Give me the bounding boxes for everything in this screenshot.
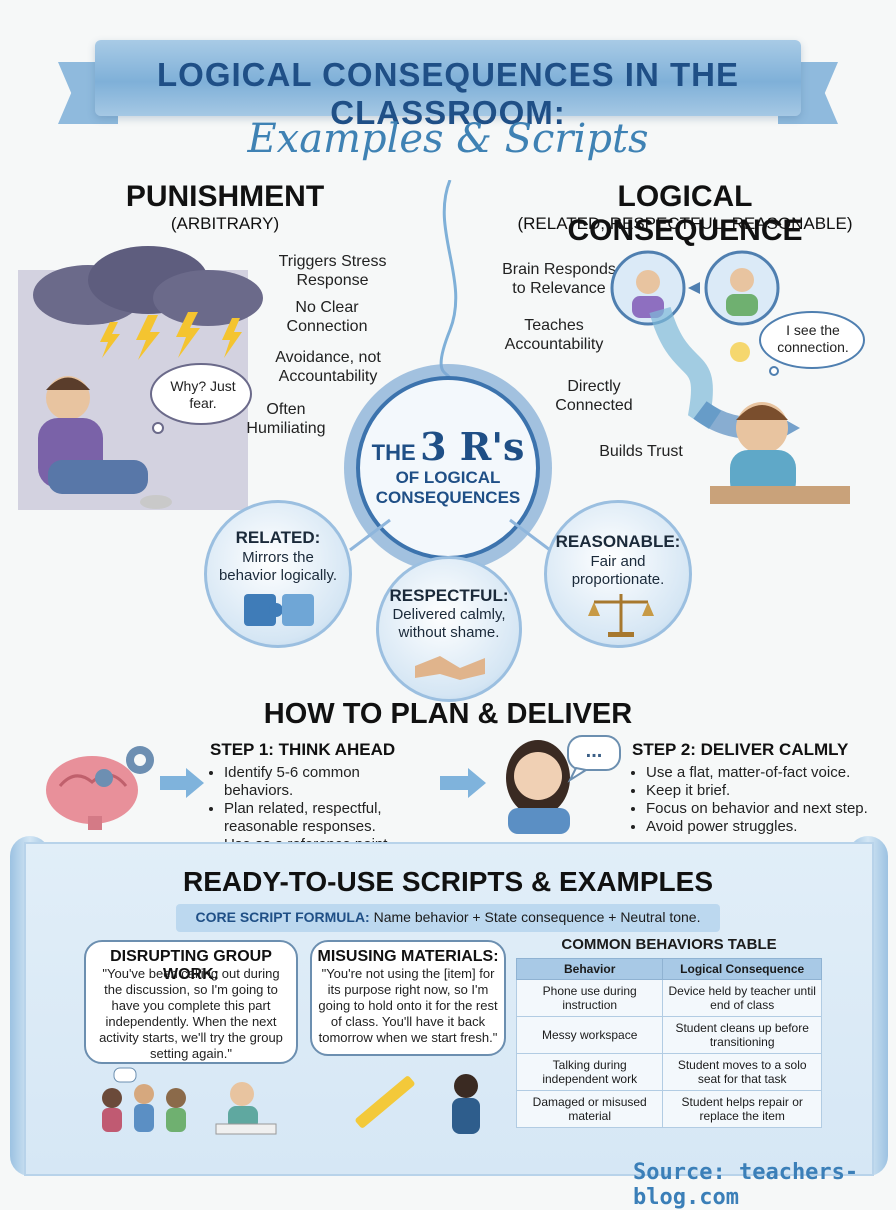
- table-cell: Messy workspace: [515, 1016, 664, 1054]
- table-cell: Student cleans up before transitioning: [662, 1016, 822, 1054]
- center-line2: OF LOGICAL: [395, 468, 501, 487]
- center-seal: [344, 364, 552, 572]
- center-line3: CONSEQUENCES: [375, 488, 521, 507]
- scripts-heading: READY-TO-USE SCRIPTS & EXAMPLES: [182, 866, 713, 897]
- reasonable-title: REASONABLE:: [555, 532, 681, 551]
- handshake-icon: [415, 656, 485, 680]
- sub-title: Examples & Scripts: [247, 116, 649, 162]
- table-row: Damaged or misused material Student help…: [515, 1090, 822, 1128]
- main-title: LOGICAL CONSEQUENCES IN THE CLASSROOM:: [157, 56, 739, 131]
- punishment-subheading: (ARBITRARY): [170, 214, 280, 233]
- table-header: Behavior: [515, 958, 664, 980]
- step1-item: Identify 5-6 common behaviors.: [224, 764, 424, 800]
- speech-dots: ...: [585, 740, 603, 762]
- table-cell: Phone use during instruction: [515, 979, 664, 1017]
- table-title: COMMON BEHAVIORS TABLE: [561, 936, 777, 953]
- table-cell: Device held by teacher until end of clas…: [662, 979, 822, 1017]
- scripts-illustrations: [102, 1067, 480, 1135]
- respectful-title: RESPECTFUL:: [389, 586, 509, 605]
- table-row: Messy workspace Student cleans up before…: [515, 1016, 822, 1054]
- step2-list: Use a flat, matter-of-fact voice. Keep i…: [632, 764, 896, 836]
- punishment-note-4: Often Humiliating: [246, 401, 326, 437]
- source-credit: Source: teachers-blog.com: [633, 1160, 859, 1210]
- table-header-row: Behavior Logical Consequence: [515, 958, 822, 980]
- thought-bubble-punishment: [150, 363, 252, 434]
- center-title: THE 3 R's: [368, 424, 528, 469]
- arrow-icon: [440, 768, 486, 798]
- center-line1: THE: [371, 440, 416, 465]
- punishment-note-2: No Clear Connection: [286, 299, 368, 335]
- reasonable-text: Fair and proportionate.: [571, 553, 665, 588]
- table-row: Talking during independent work Student …: [515, 1053, 822, 1091]
- puzzle-icon: [244, 594, 314, 626]
- thought-bubble-logical: [759, 311, 865, 376]
- step2-item: Use a flat, matter-of-fact voice.: [646, 764, 896, 782]
- step2-item: Keep it brief.: [646, 782, 896, 800]
- center-big: 3 R's: [420, 424, 525, 469]
- logical-subheading: (RELATED, RESPECTFUL, REASONABLE): [517, 214, 853, 233]
- step2-item: Avoid power struggles.: [646, 818, 896, 836]
- example-title: MISUSING MATERIALS:: [317, 948, 499, 965]
- related-circle: [204, 500, 352, 648]
- logical-illustration: [610, 250, 850, 504]
- plan-heading: HOW TO PLAN & DELIVER: [263, 698, 633, 730]
- example-bubble: [84, 940, 298, 1064]
- formula-text: Name behavior + State consequence + Neut…: [373, 909, 701, 925]
- related-title: RELATED:: [235, 528, 321, 547]
- punishment-thought: Why? Just fear.: [170, 378, 236, 411]
- example-text: "You've been calling out during the disc…: [99, 966, 283, 1061]
- logical-note-3: Directly Connected: [555, 378, 633, 414]
- respectful-text: Delivered calmly, without shame.: [392, 606, 506, 641]
- step1-title: STEP 1: THINK AHEAD: [210, 740, 396, 759]
- table-cell: Student helps repair or replace the item: [662, 1090, 822, 1128]
- behaviors-table: Behavior Logical Consequence Phone use d…: [515, 958, 822, 1128]
- example-text: "You're not using the [item] for its pur…: [318, 966, 498, 1045]
- table-cell: Damaged or misused material: [515, 1090, 664, 1128]
- logical-heading: LOGICAL CONSEQUENCE: [567, 180, 803, 247]
- formula-bar: [176, 904, 720, 932]
- punishment-note-1: Triggers Stress Response: [278, 253, 387, 289]
- punishment-note-3: Avoidance, not Accountability: [275, 349, 381, 385]
- logical-thought: I see the connection.: [777, 322, 849, 355]
- arrow-icon: [160, 768, 204, 798]
- reasonable-circle: [544, 500, 692, 648]
- logical-note-4: Builds Trust: [599, 443, 683, 460]
- title-banner: [95, 40, 801, 116]
- table-header: Logical Consequence: [662, 958, 822, 980]
- step1-list: Identify 5-6 common behaviors. Plan rela…: [210, 764, 424, 854]
- example-bubble: [310, 940, 506, 1056]
- formula-line: CORE SCRIPT FORMULA: Name behavior + Sta…: [176, 909, 720, 925]
- punishment-heading: PUNISHMENT: [125, 180, 325, 213]
- table-cell: Talking during independent work: [515, 1053, 664, 1091]
- divider-line: [439, 180, 458, 380]
- step2-item: Focus on behavior and next step.: [646, 800, 896, 818]
- step2-title: STEP 2: DELIVER CALMLY: [632, 740, 849, 759]
- example-title: DISRUPTING GROUP WORK:: [110, 948, 272, 983]
- scales-icon: [588, 594, 654, 637]
- formula-label: CORE SCRIPT FORMULA:: [195, 909, 370, 925]
- respectful-circle: [376, 556, 522, 702]
- logical-note-2: Teaches Accountability: [504, 317, 604, 353]
- table-cell: Student moves to a solo seat for that ta…: [662, 1053, 822, 1091]
- step1-item: Plan related, respectful, reasonable res…: [224, 800, 424, 836]
- table-row: Phone use during instruction Device held…: [515, 979, 822, 1017]
- logical-note-1: Brain Responds to Relevance: [502, 261, 616, 297]
- related-text: Mirrors the behavior logically.: [218, 549, 338, 584]
- teacher-icon: [506, 735, 621, 834]
- brain-gears-icon: [46, 746, 154, 830]
